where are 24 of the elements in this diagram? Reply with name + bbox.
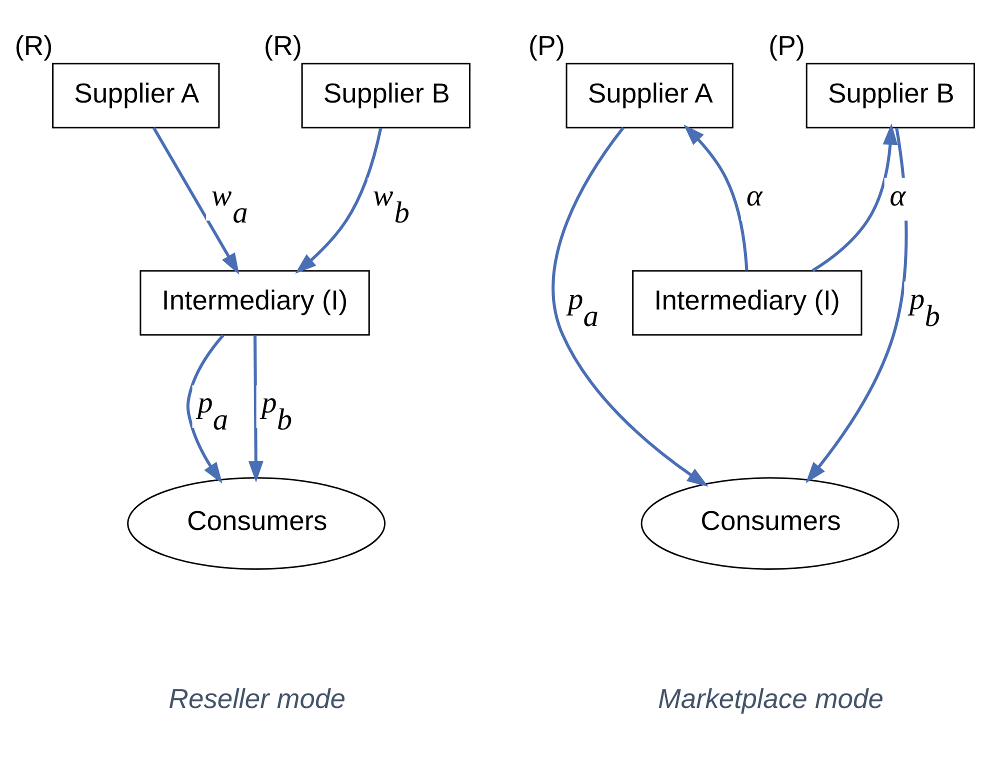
node-box: Supplier B	[806, 62, 976, 128]
arrow	[684, 124, 748, 270]
arrow	[248, 334, 264, 482]
arrow	[186, 334, 224, 484]
node-ellipse: Consumers	[640, 476, 900, 570]
node-box: Supplier B	[301, 62, 470, 128]
edge-label: α	[890, 178, 906, 212]
arrow	[552, 126, 708, 486]
arrow	[806, 127, 908, 483]
node-box: Intermediary (I)	[632, 270, 862, 336]
node-box: Supplier A	[52, 62, 220, 128]
node-label: (R)	[264, 30, 302, 61]
label: Marketplace mode	[658, 682, 884, 714]
arrow	[152, 126, 240, 274]
arrow	[812, 122, 898, 272]
arrow	[295, 127, 382, 274]
node-label: (P)	[768, 30, 806, 61]
node-box: Intermediary (I)	[140, 270, 370, 336]
edge-label: α	[746, 178, 762, 212]
node-label: (P)	[528, 30, 565, 61]
node-ellipse: Consumers	[127, 476, 386, 570]
node-box: Supplier A	[566, 62, 734, 128]
node-label: (R)	[14, 30, 53, 61]
label: Reseller mode	[168, 682, 346, 714]
